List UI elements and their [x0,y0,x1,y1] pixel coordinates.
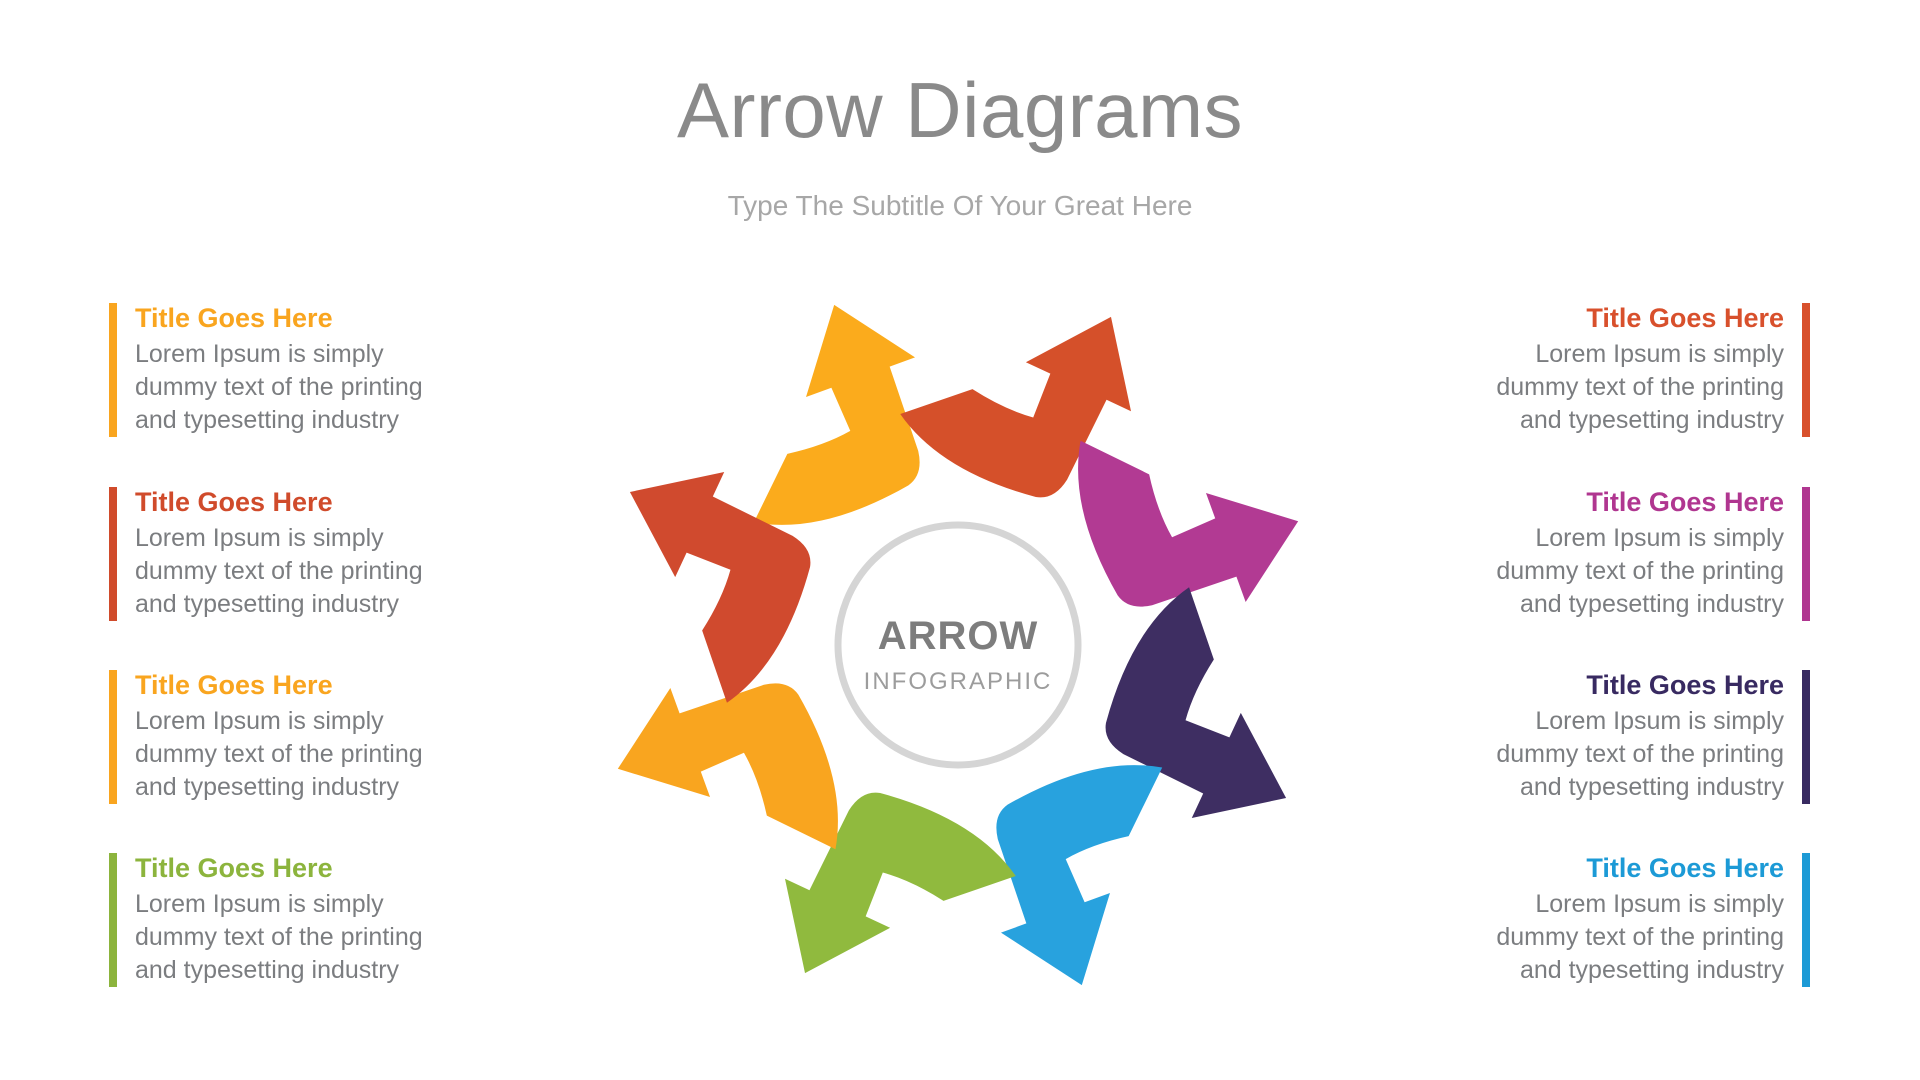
item-title: Title Goes Here [135,670,333,700]
center-title: ARROW [878,614,1039,658]
text-block-left-3: Title Goes Here Lorem Ipsum is simply du… [109,670,469,804]
item-body: Lorem Ipsum is simply dummy text of the … [1496,707,1784,801]
text-block-right-3: Title Goes Here Lorem Ipsum is simply du… [1450,670,1810,804]
item-title: Title Goes Here [135,487,333,517]
item-body: Lorem Ipsum is simply dummy text of the … [1496,890,1784,984]
arrow-diagram: ARROW INFOGRAPHIC [588,275,1328,1015]
item-title: Title Goes Here [1586,670,1784,700]
text-block-left-1: Title Goes Here Lorem Ipsum is simply du… [109,303,469,437]
item-body: Lorem Ipsum is simply dummy text of the … [1496,524,1784,618]
item-body: Lorem Ipsum is simply dummy text of the … [1496,340,1784,434]
text-block-left-2: Title Goes Here Lorem Ipsum is simply du… [109,487,469,621]
page-title: Arrow Diagrams [676,66,1244,154]
text-block-left-4: Title Goes Here Lorem Ipsum is simply du… [109,853,469,987]
item-body: Lorem Ipsum is simply dummy text of the … [135,524,423,618]
item-title: Title Goes Here [135,853,333,883]
text-block-right-4: Title Goes Here Lorem Ipsum is simply du… [1450,853,1810,987]
item-title: Title Goes Here [1586,303,1784,333]
item-body: Lorem Ipsum is simply dummy text of the … [135,890,423,984]
item-title: Title Goes Here [1586,487,1784,517]
center-subtitle: INFOGRAPHIC [864,668,1053,695]
page-subtitle: Type The Subtitle Of Your Great Here [727,190,1193,221]
item-body: Lorem Ipsum is simply dummy text of the … [135,340,423,434]
text-block-right-1: Title Goes Here Lorem Ipsum is simply du… [1450,303,1810,437]
item-body: Lorem Ipsum is simply dummy text of the … [135,707,423,801]
center-ring [834,521,1082,769]
item-title: Title Goes Here [1586,853,1784,883]
item-title: Title Goes Here [135,303,333,333]
text-block-right-2: Title Goes Here Lorem Ipsum is simply du… [1450,487,1810,621]
